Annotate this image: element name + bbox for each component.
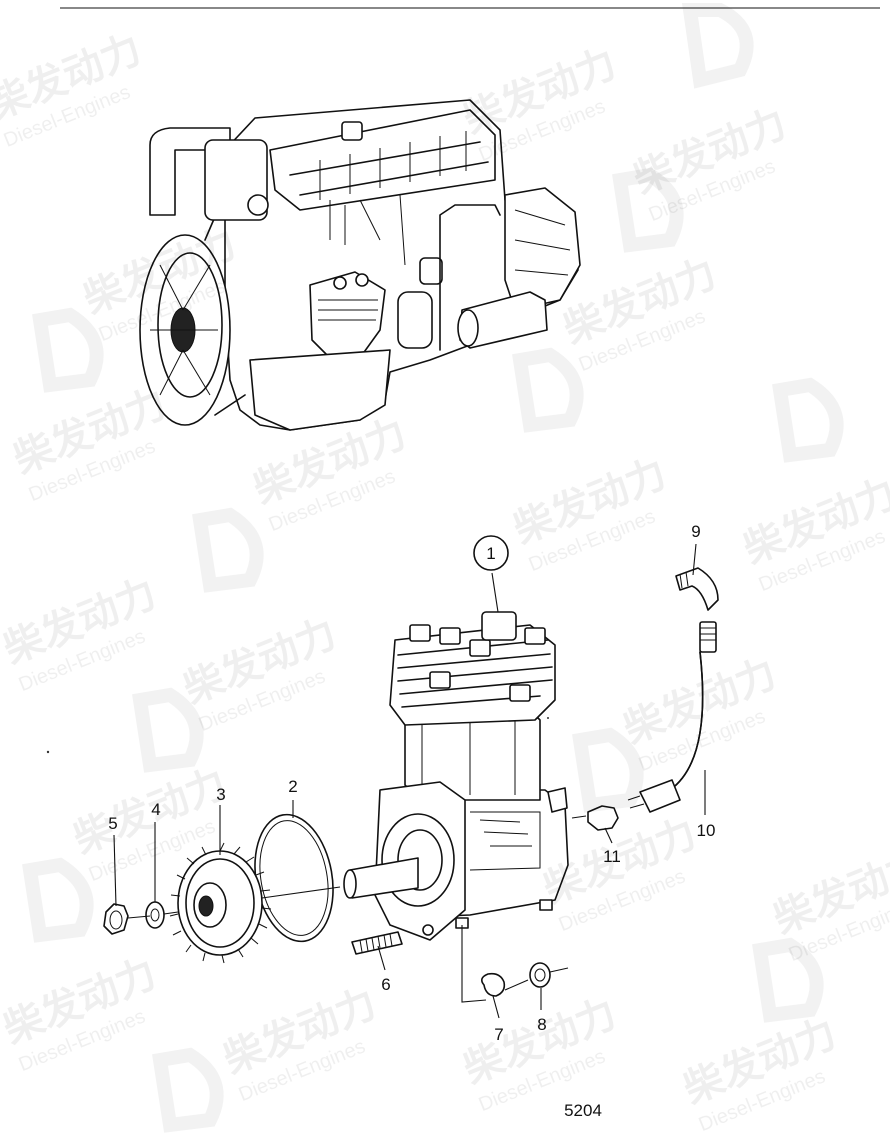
lock-washer-part — [480, 972, 506, 997]
watermark-logo-icon — [612, 167, 684, 253]
drawing-number: 5204 — [564, 1101, 602, 1120]
elbow-part — [675, 567, 719, 611]
watermark-logo-icon — [152, 1047, 224, 1133]
scan-speck — [46, 750, 50, 754]
callout-5: 5 — [108, 814, 117, 833]
scan-speck — [547, 717, 549, 719]
leader-lines — [113, 543, 706, 1019]
washer-part — [145, 901, 165, 929]
watermark-logo-icon — [132, 687, 204, 773]
o-ring-part — [254, 813, 334, 943]
stud-part — [351, 931, 403, 955]
flange-nut-part — [529, 962, 551, 988]
watermark-logo-icon — [22, 857, 94, 943]
callout-8: 8 — [537, 1015, 546, 1034]
callout-4: 4 — [151, 800, 160, 819]
callout-7: 7 — [494, 1025, 503, 1044]
callout-1: 1 — [486, 544, 495, 563]
watermark-logo-icon — [32, 307, 104, 393]
callout-10: 10 — [697, 821, 716, 840]
air-compressor — [343, 611, 569, 941]
watermark-logo-icon — [192, 507, 264, 593]
hose-part — [627, 621, 717, 813]
watermark-logo-icon — [572, 727, 644, 813]
watermark-logo-icon — [752, 937, 824, 1023]
callout-3: 3 — [216, 785, 225, 804]
callout-2: 2 — [288, 777, 297, 796]
watermark-logo-icon — [512, 347, 584, 433]
callout-1-circle — [473, 535, 509, 571]
callout-6: 6 — [381, 975, 390, 994]
watermark-logo-icon — [772, 377, 844, 463]
callout-9: 9 — [691, 522, 700, 541]
engine-illustration — [139, 99, 581, 431]
watermark-logo-icon — [681, 3, 754, 89]
gear-part — [169, 842, 272, 964]
nipple-part — [587, 805, 619, 831]
callout-11: 11 — [603, 847, 621, 866]
